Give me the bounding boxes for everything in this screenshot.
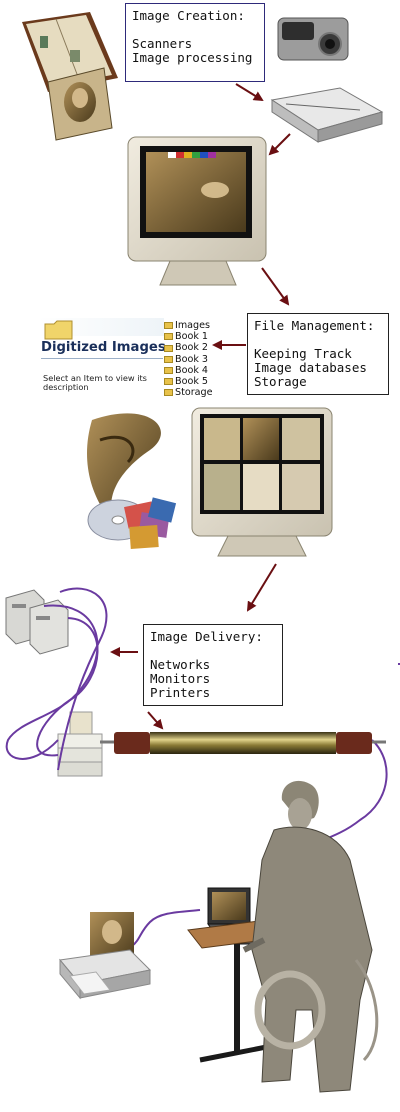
printer-icon: [59, 912, 152, 1000]
box-item: Printers: [150, 685, 211, 700]
portrait-icon: [47, 67, 113, 141]
arrow-icon: [268, 133, 291, 156]
divider: [41, 358, 163, 359]
spacer: [254, 333, 382, 347]
folder-icon: [164, 389, 173, 397]
spacer: [150, 644, 276, 658]
folder-icon: [164, 344, 173, 352]
box-item: Networks: [150, 657, 211, 672]
folder-item[interactable]: Book 1: [164, 331, 213, 342]
camera-icon: [277, 17, 349, 61]
arrow-icon: [235, 83, 264, 102]
image-creation-box: Image Creation: Scanners Image processin…: [125, 3, 265, 82]
folder-item[interactable]: Images: [164, 320, 213, 331]
folder-icon: [164, 322, 173, 330]
folder-item[interactable]: Book 5: [164, 376, 213, 387]
folder-icon: [164, 355, 173, 363]
image-delivery-box: Image Delivery: Networks Monitors Printe…: [143, 624, 283, 706]
box-title: Image Creation:: [132, 8, 245, 23]
box-item: Image databases: [254, 360, 367, 375]
crt-monitor-icon: [191, 407, 333, 557]
folder-icon: [164, 378, 173, 386]
box-item: Scanners: [132, 36, 193, 51]
arrow-icon: [261, 267, 290, 306]
network-hub-icon: [57, 711, 103, 777]
folder-icon: [44, 320, 73, 340]
file-management-box: File Management: Keeping Track Image dat…: [247, 313, 389, 395]
crt-monitor-icon: [127, 136, 267, 286]
window-instruction: Select an Item to view its description: [43, 373, 147, 392]
folder-list: Images Book 1 Book 2 Book 3 Book 4 Book …: [164, 320, 213, 398]
swirl-portrait-icon: [87, 413, 161, 528]
folder-item[interactable]: Storage: [164, 387, 213, 398]
box-title: File Management:: [254, 318, 375, 333]
folder-item[interactable]: Book 3: [164, 354, 213, 365]
arrow-icon: [246, 563, 277, 612]
floppy-disks-icon: [124, 497, 177, 549]
arrows: [110, 83, 291, 730]
box-item: Image processing: [132, 50, 253, 65]
box-item: Keeping Track: [254, 346, 352, 361]
digitized-images-window: Digitized Images Select an Item to view …: [38, 318, 166, 398]
server-icon: [5, 589, 69, 655]
box-title: Image Delivery:: [150, 629, 263, 644]
scanner-icon: [270, 87, 384, 143]
spacer: [132, 23, 258, 37]
book-icon: [22, 12, 118, 92]
network-cable-icon: [100, 732, 386, 754]
fisherman-figure-icon: [242, 780, 379, 1093]
arrow-icon: [147, 711, 164, 730]
folder-icon: [164, 366, 173, 374]
box-item: Storage: [254, 374, 307, 389]
folder-icon: [164, 333, 173, 341]
box-item: Monitors: [150, 671, 211, 686]
window-title: Digitized Images: [41, 340, 166, 355]
folder-item[interactable]: Book 4: [164, 365, 213, 376]
folder-item[interactable]: Book 2: [164, 342, 213, 353]
